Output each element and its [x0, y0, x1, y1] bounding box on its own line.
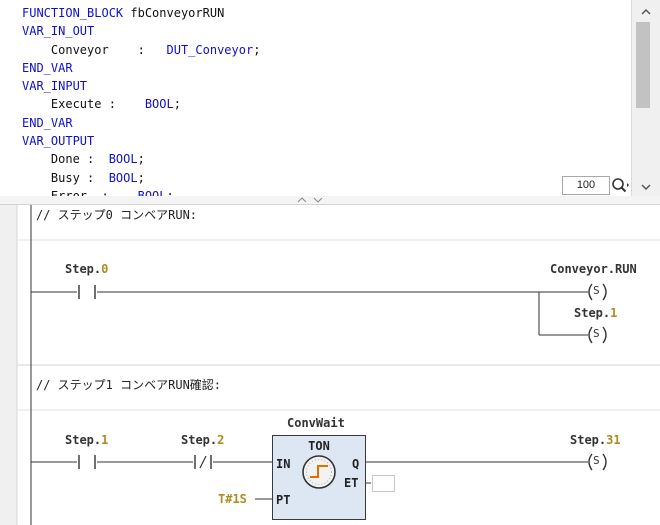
- code-text: fbConveyorRUN: [123, 6, 225, 20]
- code-line[interactable]: Conveyor : DUT_Conveyor;: [22, 41, 261, 59]
- code-line[interactable]: Done : BOOL;: [22, 150, 260, 168]
- code-type: BOOL: [108, 170, 138, 185]
- zoom-level[interactable]: 100: [562, 176, 610, 195]
- scroll-down-icon[interactable]: [640, 182, 652, 192]
- network1-contact1-label[interactable]: Step.1: [65, 433, 108, 447]
- declaration-editor[interactable]: FUNCTION_BLOCK fbConveyorRUN VAR_IN_OUT C…: [0, 0, 660, 197]
- code-line[interactable]: VAR_INPUT: [22, 77, 260, 95]
- code-line[interactable]: Execute : BOOL;: [22, 95, 260, 113]
- ladder-gutter: [0, 205, 17, 525]
- code-text: Error :: [22, 188, 138, 197]
- code-keyword: VAR_INPUT: [22, 79, 88, 94]
- network0-contact-label[interactable]: Step.0: [65, 262, 108, 276]
- code-line[interactable]: Busy : BOOL;: [22, 169, 260, 187]
- code-line[interactable]: FUNCTION_BLOCK fbConveyorRUN: [22, 4, 260, 22]
- code-keyword: END_VAR: [22, 60, 73, 75]
- set-coil-symbol: S: [593, 327, 600, 340]
- coil-index: 31: [606, 433, 621, 447]
- network0-coil-step1[interactable]: [588, 326, 607, 344]
- code-line[interactable]: VAR_IN_OUT: [22, 22, 260, 40]
- contact-var: Step.: [65, 262, 102, 276]
- ton-function-block[interactable]: TON IN PT Q ET: [272, 435, 366, 520]
- coil-var: Step.: [570, 433, 607, 447]
- scrollbar-thumb[interactable]: [636, 22, 650, 108]
- network0-rung: [31, 285, 588, 336]
- code-text: ;: [173, 97, 181, 112]
- code-keyword: VAR_OUTPUT: [22, 134, 95, 149]
- coil-index: 1: [610, 306, 618, 320]
- code-line[interactable]: Error : BOOL;: [22, 187, 260, 197]
- declaration-scrollbar[interactable]: [631, 0, 660, 196]
- contact-var: Step.: [65, 433, 102, 447]
- contact-index: 1: [101, 433, 109, 447]
- editor-splitter[interactable]: [0, 196, 660, 205]
- pin-in: IN: [276, 457, 291, 471]
- contact-index: 0: [101, 262, 109, 276]
- network0-coil1-label[interactable]: Conveyor.RUN: [550, 262, 637, 276]
- pin-q: Q: [352, 457, 360, 471]
- contact-var: Step.: [181, 433, 218, 447]
- code-line[interactable]: END_VAR: [22, 59, 260, 77]
- pin-pt: PT: [276, 493, 291, 507]
- code-text: Execute :: [22, 97, 145, 112]
- pt-value[interactable]: T#1S: [218, 492, 247, 506]
- code-type: BOOL: [137, 188, 167, 197]
- code-text: Done :: [22, 152, 109, 167]
- code-type: DUT_Conveyor: [166, 42, 254, 57]
- code-type: BOOL: [144, 97, 174, 112]
- splitter-arrows-icon[interactable]: [294, 196, 328, 204]
- timer-clock-icon: [302, 455, 336, 489]
- code-text: ;: [137, 152, 145, 167]
- code-line[interactable]: VAR_OUTPUT: [22, 132, 260, 150]
- network1-rung: [31, 455, 588, 500]
- contact-index: 2: [217, 433, 225, 447]
- set-coil-symbol: S: [593, 454, 600, 467]
- code-line[interactable]: END_VAR: [22, 114, 260, 132]
- scroll-up-icon[interactable]: [640, 6, 652, 18]
- declaration-code[interactable]: FUNCTION_BLOCK fbConveyorRUN VAR_IN_OUT C…: [22, 4, 261, 197]
- et-output-field[interactable]: [372, 475, 395, 492]
- code-keyword: VAR_IN_OUT: [22, 24, 95, 39]
- code-text: Conveyor :: [22, 42, 167, 57]
- set-coil-symbol: S: [593, 284, 600, 297]
- timer-instance-name[interactable]: ConvWait: [287, 416, 345, 430]
- ladder-editor[interactable]: // ステップ0 コンベアRUN: Step.0 Conveyor.RUN S …: [0, 205, 660, 525]
- network1-coil-step31[interactable]: [588, 453, 607, 471]
- network0-coil2-label[interactable]: Step.1: [574, 306, 617, 320]
- code-keyword: FUNCTION_BLOCK: [22, 6, 124, 20]
- network1-coil-label[interactable]: Step.31: [570, 433, 621, 447]
- code-keyword: END_VAR: [22, 115, 73, 130]
- code-text: ;: [166, 188, 174, 197]
- code-text: ;: [137, 170, 145, 185]
- code-text: Busy :: [22, 170, 109, 185]
- zoom-icon[interactable]: [610, 176, 630, 194]
- code-type: BOOL: [108, 152, 138, 167]
- network1-contact2-label[interactable]: Step.2: [181, 433, 224, 447]
- pin-et: ET: [344, 476, 359, 490]
- network0-comment[interactable]: // ステップ0 コンベアRUN:: [36, 208, 198, 222]
- coil-var: Step.: [574, 306, 611, 320]
- ladder-diagram: [0, 205, 660, 525]
- block-type: TON: [308, 439, 330, 453]
- network0-coil-conveyor-run[interactable]: [588, 283, 607, 301]
- network1-comment[interactable]: // ステップ1 コンベアRUN確認:: [36, 378, 222, 392]
- code-text: ;: [253, 42, 261, 57]
